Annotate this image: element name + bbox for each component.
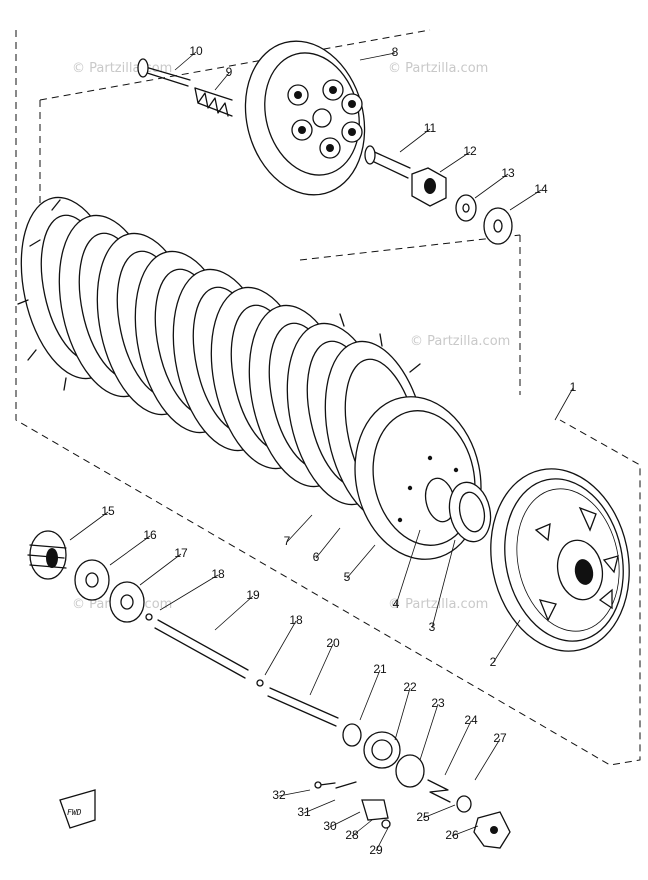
part-number-p7: 7 — [284, 534, 291, 548]
part-number-p18: 18 — [211, 567, 225, 581]
leader-line-p14 — [509, 189, 542, 211]
leader-line-p29 — [375, 827, 389, 852]
forward-marker-text: FWD — [67, 808, 82, 817]
forward-marker: FWD — [59, 789, 96, 829]
leader-line-p10 — [174, 51, 197, 71]
part-number-p21: 21 — [373, 662, 387, 676]
leader-line-p27 — [474, 738, 501, 781]
leader-line-p3 — [431, 539, 456, 629]
clutch-housing-gear — [490, 468, 630, 652]
part-number-p14: 14 — [534, 182, 548, 196]
part-number-p1: 1 — [570, 380, 577, 394]
part-number-p19: 19 — [246, 588, 260, 602]
watermark-text: © Partzilla.com — [410, 334, 510, 349]
part-number-p2: 2 — [490, 655, 497, 669]
leader-line-p28 — [351, 819, 373, 837]
push-rod-nut-washers — [364, 145, 513, 245]
part-number-p30: 30 — [323, 819, 337, 833]
bolt-and-spring — [137, 58, 233, 117]
part-number-p20: 20 — [326, 636, 340, 650]
assembly-boundary — [15, 29, 641, 766]
leader-line-p23 — [419, 703, 439, 761]
part-number-p16: 16 — [143, 528, 157, 542]
leader-line-p13 — [474, 173, 509, 199]
part-number-p5: 5 — [344, 570, 351, 584]
leader-line-p7 — [286, 514, 313, 543]
leader-line-p30 — [329, 811, 361, 828]
leader-line-p12 — [439, 151, 471, 173]
pressure-plate — [244, 40, 366, 196]
part-number-p11: 11 — [424, 121, 437, 135]
clutch-boss — [354, 396, 482, 560]
leader-line-p31 — [303, 799, 336, 814]
push-lever-assembly — [314, 723, 511, 849]
lower-shaft-components — [27, 530, 339, 727]
part-number-p23: 23 — [431, 696, 445, 710]
leader-line-p1 — [554, 387, 574, 421]
watermark-text: © Partzilla.com — [72, 61, 172, 76]
part-number-p9: 9 — [226, 65, 233, 79]
part-number-p6: 6 — [313, 550, 320, 564]
part-number-p27: 27 — [493, 731, 507, 745]
part-number-p3: 3 — [429, 620, 436, 634]
leader-line-p21 — [359, 669, 381, 721]
leader-line-p16 — [109, 535, 151, 566]
part-callouts: 1234567891011121314151617181918202122232… — [69, 44, 577, 857]
part-number-p24: 24 — [464, 713, 478, 727]
part-number-p28: 28 — [345, 828, 359, 842]
leader-line-p17 — [139, 553, 182, 586]
leader-line-p2 — [492, 619, 521, 664]
part-number-p25: 25 — [416, 810, 430, 824]
leader-line-p11 — [399, 128, 431, 153]
leader-line-p26 — [451, 825, 479, 837]
part-number-p18b: 18 — [289, 613, 303, 627]
part-number-p26: 26 — [445, 828, 459, 842]
leader-line-p20 — [309, 643, 334, 696]
leader-line-p24 — [444, 720, 472, 776]
part-number-p12: 12 — [463, 144, 477, 158]
leader-line-p4 — [395, 529, 421, 606]
part-number-p15: 15 — [101, 504, 115, 518]
leader-line-p9 — [214, 72, 230, 91]
part-number-p4: 4 — [393, 597, 400, 611]
leader-line-p8 — [359, 52, 396, 61]
part-number-p13: 13 — [501, 166, 515, 180]
leader-line-p15 — [69, 511, 109, 541]
thrust-washer — [448, 481, 492, 543]
leader-line-p18 — [159, 574, 219, 611]
leader-line-p19 — [214, 595, 254, 631]
part-number-p31: 31 — [297, 805, 311, 819]
part-number-p22: 22 — [403, 680, 417, 694]
part-number-p8: 8 — [392, 45, 399, 59]
leader-line-p32 — [278, 789, 311, 797]
leader-line-p25 — [422, 804, 456, 819]
leader-line-p18b — [264, 620, 297, 676]
leader-line-p22 — [394, 687, 411, 741]
part-number-p10: 10 — [189, 44, 203, 58]
part-number-p32: 32 — [272, 788, 286, 802]
leader-line-p5 — [346, 544, 376, 579]
watermark-text: © Partzilla.com — [388, 61, 488, 76]
leader-line-p6 — [315, 527, 341, 559]
part-number-p17: 17 — [174, 546, 188, 560]
part-number-p29: 29 — [369, 843, 383, 857]
